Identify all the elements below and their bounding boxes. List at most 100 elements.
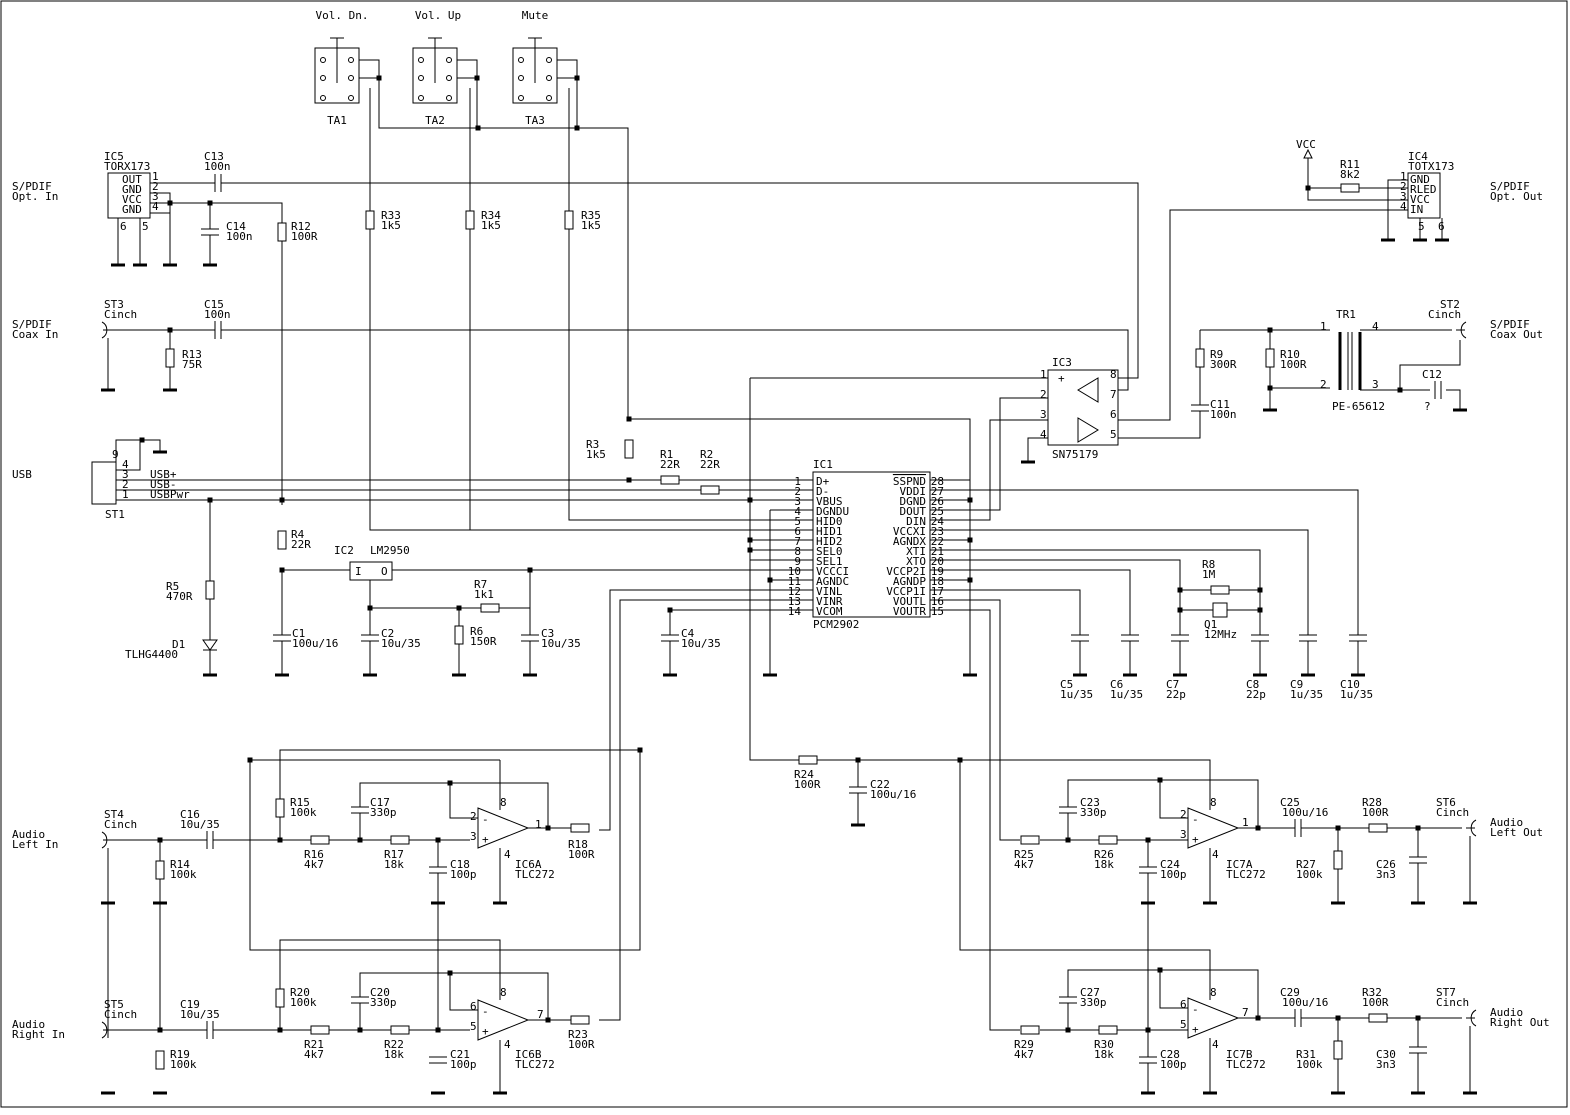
label-c30: C30 [1376, 1048, 1396, 1061]
wire [1387, 179, 1408, 240]
junction-dot [475, 125, 481, 131]
label-c7: C7 [1166, 678, 1179, 691]
label-p3: 3 [1400, 190, 1407, 203]
label-q1: Q1 [1204, 618, 1217, 631]
capacitor-c16 [206, 831, 214, 849]
label-r20v: 100k [290, 996, 317, 1009]
resistor-r35 [564, 210, 574, 230]
pin-number: 12 [788, 585, 801, 598]
pcm2902-pin-left: D+ [816, 475, 830, 488]
pcm2902-pin-left: HID1 [816, 525, 843, 538]
label-r29v: 4k7 [1014, 1048, 1034, 1061]
capacitor-c2 [361, 634, 379, 642]
wire [150, 182, 1139, 379]
label-spdif-coax-in-2: Coax In [12, 328, 58, 341]
wire [930, 569, 1131, 675]
wire [359, 782, 450, 840]
label-c5v: 1u/35 [1060, 688, 1093, 701]
label-r16v: 4k7 [304, 858, 324, 871]
label-r1: R1 [660, 448, 673, 461]
label-cinch: Cinch [104, 308, 137, 321]
label-c10: C10 [1340, 678, 1360, 691]
wire [930, 549, 1261, 675]
pin-number: 6 [794, 525, 801, 538]
label-ic5: IC5 [104, 150, 124, 163]
label-sn: SN75179 [1052, 448, 1098, 461]
label-c3: C3 [541, 627, 554, 640]
label-ic4-gnd: GND [1410, 173, 1430, 186]
pcm2902-pin-right: AGNDX [893, 535, 926, 548]
resistor-r14 [155, 860, 165, 880]
label-r3: R3 [586, 438, 599, 451]
label-r17v: 18k [384, 858, 404, 871]
ic2-lm2950 [349, 561, 393, 581]
label-ic4-rled: RLED [1410, 183, 1437, 196]
label-c26: C26 [1376, 858, 1396, 871]
wire [378, 78, 629, 419]
capacitor-c12 [1434, 381, 1442, 399]
resistor-r27 [1333, 850, 1343, 870]
pin-number: 4 [794, 505, 801, 518]
resistor-r19 [155, 1050, 165, 1070]
push-button-ta3 [512, 37, 558, 104]
label-r7: R7 [474, 578, 487, 591]
junction-dot [1157, 777, 1163, 783]
wire [1067, 969, 1160, 1030]
label-cinch: Cinch [104, 1008, 137, 1021]
label-r19v: 100k [170, 1058, 197, 1071]
label-st2: ST2 [1440, 298, 1460, 311]
push-button-ta2 [412, 37, 458, 104]
label-c1v: 100u/16 [292, 637, 338, 650]
label-st6: ST6 [1436, 796, 1456, 809]
wire [115, 439, 161, 462]
op-minus: - [482, 1005, 489, 1018]
label-pcm: PCM2902 [813, 618, 859, 631]
label-r8v: 1M [1202, 568, 1216, 581]
resistor-r7 [480, 603, 500, 613]
label-ic3p8: 8 [1110, 368, 1117, 381]
label-r35v: 1k5 [581, 219, 601, 232]
label-tr1: TR1 [1336, 308, 1356, 321]
label-r23v: 100R [568, 1038, 595, 1051]
label-op-p5: 5 [1180, 1018, 1187, 1031]
label-r8: R8 [1202, 558, 1215, 571]
label-r1v: 22R [660, 458, 680, 471]
capacitor-c14 [201, 228, 219, 236]
wire [749, 378, 960, 761]
wire [959, 760, 1211, 1000]
capacitor-c8 [1251, 634, 1269, 642]
resistor-r4 [277, 530, 287, 550]
label-r34: R34 [481, 209, 501, 222]
label-c22v: 100u/16 [870, 788, 916, 801]
label-r30: R30 [1094, 1038, 1114, 1051]
capacitor-c25 [1294, 819, 1302, 837]
label-op-p2: 2 [1180, 808, 1187, 821]
label-c30v: 3n3 [1376, 1058, 1396, 1071]
pin-number: 1 [794, 475, 801, 488]
resistor-r33 [365, 210, 375, 230]
junction-dot [626, 477, 632, 483]
label-ic3p6: 6 [1110, 408, 1117, 421]
label-op-p1: 1 [1242, 816, 1249, 829]
wire [1027, 437, 1048, 462]
label-op-p3: 3 [1180, 828, 1187, 841]
label-r3v: 1k5 [586, 448, 606, 461]
pin-number: 9 [794, 555, 801, 568]
resistor-r16 [310, 835, 330, 845]
label-c8: C8 [1246, 678, 1259, 691]
wire [112, 329, 1129, 391]
capacitor-c27 [1059, 996, 1077, 1004]
pcm2902-pin-right: XTI [906, 545, 926, 558]
cinch-jack-st2 [1456, 321, 1467, 339]
label-ic6b: IC6B [515, 1048, 542, 1061]
pcm2902-pin-right: DOUT [900, 505, 927, 518]
pin-number: 22 [931, 535, 944, 548]
capacitor-c28 [1139, 1056, 1157, 1064]
label-audio-right-in-1: Audio [12, 1018, 45, 1031]
label-r12v: 100R [291, 230, 318, 243]
pcm2902-pin-right: SSPND [893, 475, 926, 488]
label-op-p6: 6 [470, 1000, 477, 1013]
label-spdif-opt-in-2: Opt. In [12, 190, 58, 203]
